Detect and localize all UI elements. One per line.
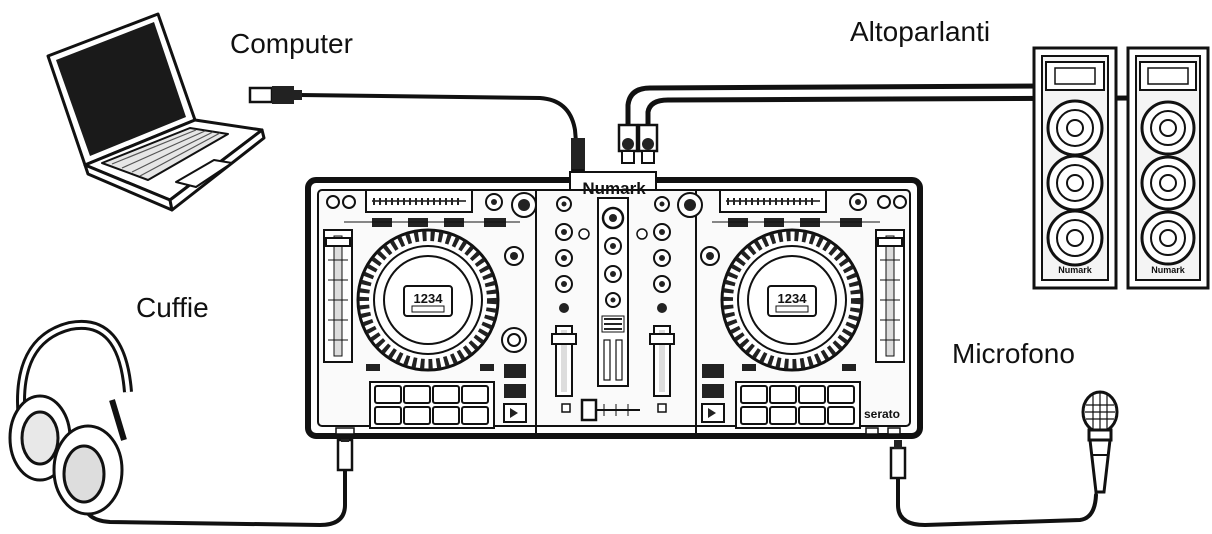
usb-plug [248,86,302,104]
mic-jack [889,440,907,480]
microphone-icon [1081,390,1119,494]
headphone-cable [82,453,347,528]
label-computer: Computer [230,28,353,59]
controller-brand: Numark [582,179,646,198]
speaker-left-brand: Numark [1058,265,1093,275]
serato-logo: serato [864,407,900,421]
deck-right: 1234 serato [677,189,907,435]
deck-right-display: 1234 [778,291,808,306]
label-headphones: Cuffie [136,292,209,323]
deck-left-display: 1234 [414,291,444,306]
label-speakers: Altoparlanti [850,16,991,47]
deck-left: 1234 [323,189,537,435]
rca-plugs [617,123,659,164]
speaker-right: Numark [1126,46,1210,290]
headphone-jack [336,434,354,472]
dj-controller: Numark [305,171,923,439]
mixer-section [551,196,675,422]
headphones-icon [8,319,133,516]
speaker-left: Numark [1032,46,1118,290]
label-microphone: Microfono [952,338,1075,369]
laptop-icon [46,12,266,212]
usb-cable [298,93,580,167]
mic-cable [896,468,1098,528]
speaker-right-brand: Numark [1151,265,1186,275]
speaker-cables [625,83,1138,138]
